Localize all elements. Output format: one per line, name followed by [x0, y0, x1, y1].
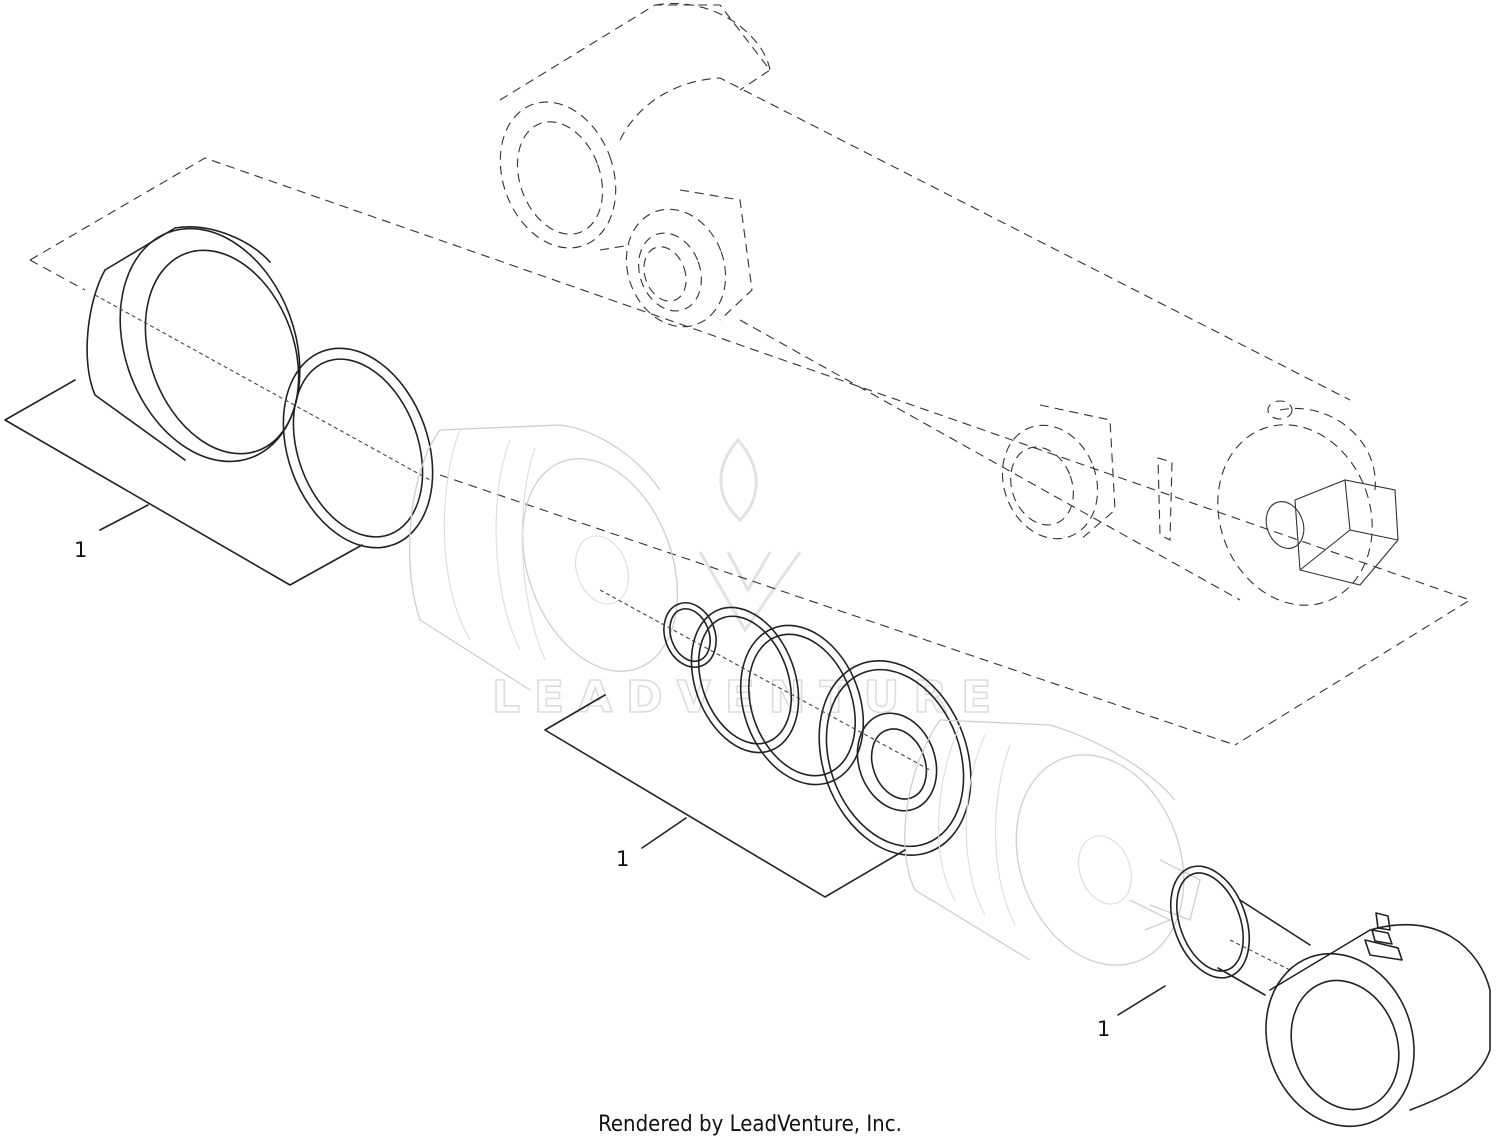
assembly-boundary: [29, 157, 1472, 746]
piston-ghost: [408, 424, 679, 691]
callout-label-left: 1: [74, 538, 87, 562]
grease-fitting: [1364, 912, 1403, 961]
piston-rod: [1217, 899, 1311, 996]
small-o-ring: [663, 602, 717, 668]
callout-bracket-left: [4, 379, 363, 586]
callout-bracket-middle: [544, 694, 906, 898]
rod-eye: [1265, 924, 1491, 1128]
backup-ring-2: [739, 624, 865, 786]
rod-gland-ghost: [904, 719, 1201, 966]
o-ring-seal: [282, 347, 434, 549]
footer-credit: Rendered by LeadVenture, Inc.: [598, 1112, 902, 1137]
callout-leader-right: [1117, 985, 1166, 1016]
rod-seal: [1169, 865, 1251, 979]
wiper-seal: [818, 660, 972, 856]
cylinder-housing: [499, 3, 1399, 606]
callout-label-middle: 1: [616, 847, 629, 871]
callout-label-right: 1: [1097, 1017, 1110, 1041]
gland-bushing: [86, 226, 301, 463]
